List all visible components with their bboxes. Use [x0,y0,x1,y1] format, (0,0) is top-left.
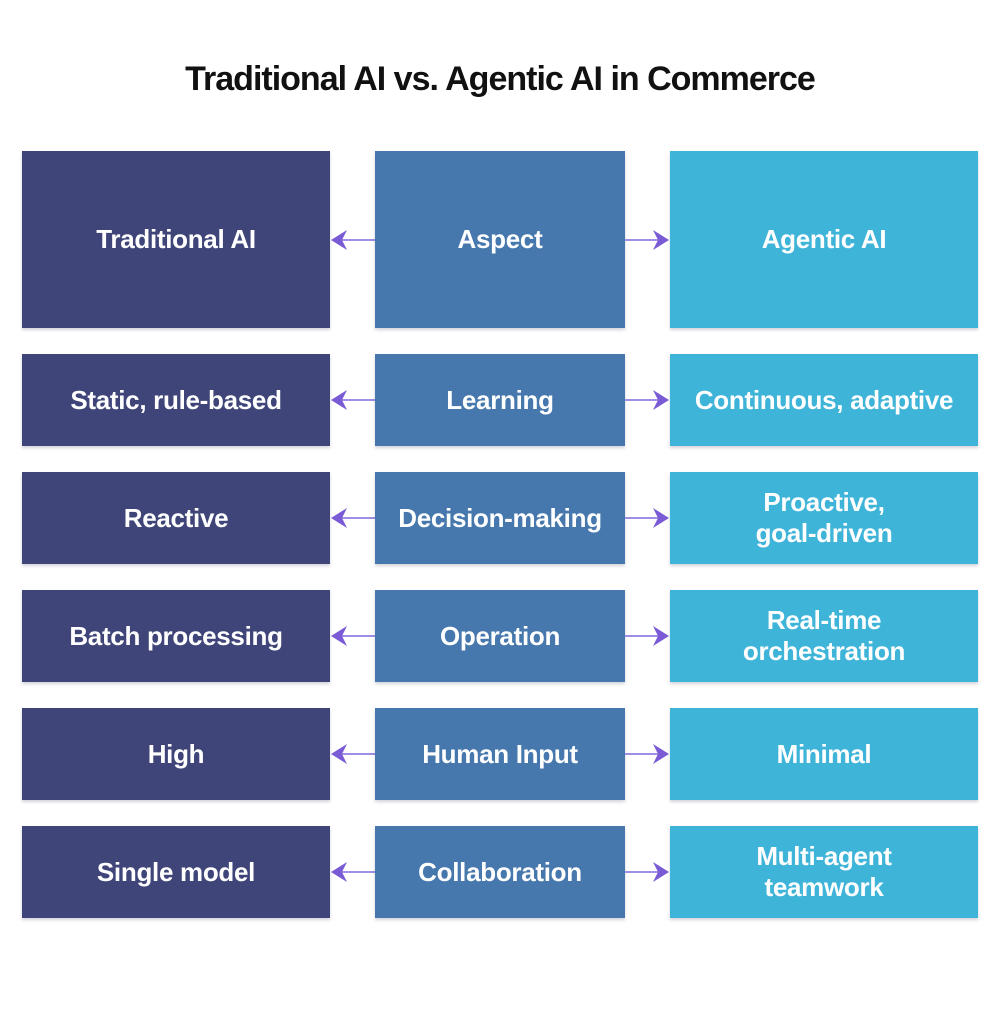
aspect-box: Learning [375,354,625,446]
aspect-box: Decision-making [375,472,625,564]
arrow-left-icon [331,390,375,410]
arrow-right-icon [625,390,669,410]
traditional-box: Batch processing [22,590,330,682]
agentic-box: Multi-agent teamwork [670,826,978,918]
agentic-header-box: Agentic AI [670,151,978,328]
comparison-row-collaboration: Single model Collaboration Multi-agent t… [22,826,978,918]
agentic-value: Proactive, goal-driven [755,487,893,548]
traditional-box: Reactive [22,472,330,564]
aspect-label: Operation [439,620,561,651]
comparison-row-decision-making: Reactive Decision-making Proactive, goal… [22,472,978,564]
aspect-box: Human Input [375,708,625,800]
agentic-value: Minimal [776,738,872,769]
traditional-value: Single model [96,856,256,887]
traditional-box: Single model [22,826,330,918]
right-arrow-cell [625,151,670,328]
arrow-left-icon [331,862,375,882]
arrow-left-icon [331,626,375,646]
left-arrow-cell [330,472,375,564]
traditional-box: High [22,708,330,800]
traditional-value: High [147,738,205,769]
comparison-diagram: Traditional AI Aspect Agentic AI Static,… [22,151,978,918]
arrow-right-icon [625,229,669,250]
left-arrow-cell [330,826,375,918]
left-arrow-cell [330,354,375,446]
left-arrow-cell [330,151,375,328]
right-arrow-cell [625,354,670,446]
right-arrow-cell [625,472,670,564]
arrow-right-icon [625,862,669,882]
right-arrow-cell [625,708,670,800]
right-arrow-cell [625,826,670,918]
traditional-value: Reactive [123,502,229,533]
traditional-value: Static, rule-based [70,384,282,415]
left-arrow-cell [330,708,375,800]
arrow-right-icon [625,744,669,764]
comparison-row-operation: Batch processing Operation Real-time orc… [22,590,978,682]
agentic-value: Multi-agent teamwork [756,841,892,902]
right-arrow-cell [625,590,670,682]
agentic-box: Proactive, goal-driven [670,472,978,564]
arrow-right-icon [625,626,669,646]
traditional-header-label: Traditional AI [96,224,256,255]
traditional-header-box: Traditional AI [22,151,330,328]
agentic-header-label: Agentic AI [761,224,887,255]
agentic-value: Real-time orchestration [742,605,906,666]
traditional-box: Static, rule-based [22,354,330,446]
aspect-header-label: Aspect [457,224,543,255]
aspect-box: Collaboration [375,826,625,918]
aspect-header-box: Aspect [375,151,625,328]
page-title: Traditional AI vs. Agentic AI in Commerc… [185,60,816,98]
header-row: Traditional AI Aspect Agentic AI [22,151,978,328]
traditional-value: Batch processing [69,620,283,651]
agentic-box: Real-time orchestration [670,590,978,682]
aspect-label: Human Input [422,738,578,769]
aspect-box: Operation [375,590,625,682]
arrow-left-icon [331,229,375,250]
left-arrow-cell [330,590,375,682]
arrow-left-icon [331,508,375,528]
aspect-label: Learning [446,384,554,415]
arrow-right-icon [625,508,669,528]
arrow-left-icon [331,744,375,764]
agentic-box: Minimal [670,708,978,800]
agentic-box: Continuous, adaptive [670,354,978,446]
agentic-value: Continuous, adaptive [694,384,954,415]
comparison-row-human-input: High Human Input Minimal [22,708,978,800]
comparison-row-learning: Static, rule-based Learning Continuous, … [22,354,978,446]
aspect-label: Decision-making [398,502,602,533]
aspect-label: Collaboration [418,856,582,887]
